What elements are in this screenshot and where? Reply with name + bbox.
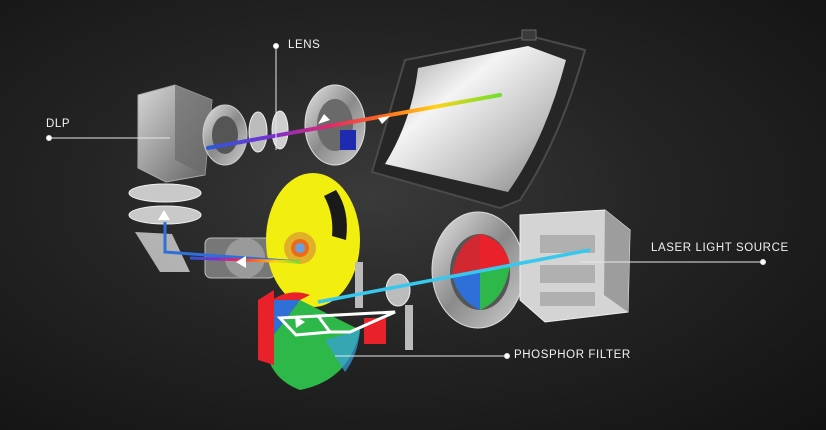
arrow-icon [158,210,170,220]
dichroic-mirrors [355,262,413,350]
label-laser-light-source: LASER LIGHT SOURCE [651,242,789,254]
label-lens: LENS [288,39,321,51]
callout-dlp [46,135,170,141]
color-filter-wheel [258,290,360,390]
callout-laser [580,259,766,265]
callout-phosphor [335,353,510,359]
arrow-icon [236,256,246,268]
callout-lens [273,43,279,150]
arrow-icon [378,116,390,124]
arrow-icon [295,316,305,328]
beam-arrows [158,114,390,328]
label-phosphor-filter: PHOSPHOR FILTER [514,349,631,361]
laser-light-source-block [519,209,631,323]
arrow-icon [318,114,330,124]
callout-lines [46,43,766,359]
dlp-prism [137,84,213,183]
curved-mirror [370,29,587,210]
label-dlp: DLP [46,118,71,130]
phosphor-wheel [266,173,360,307]
